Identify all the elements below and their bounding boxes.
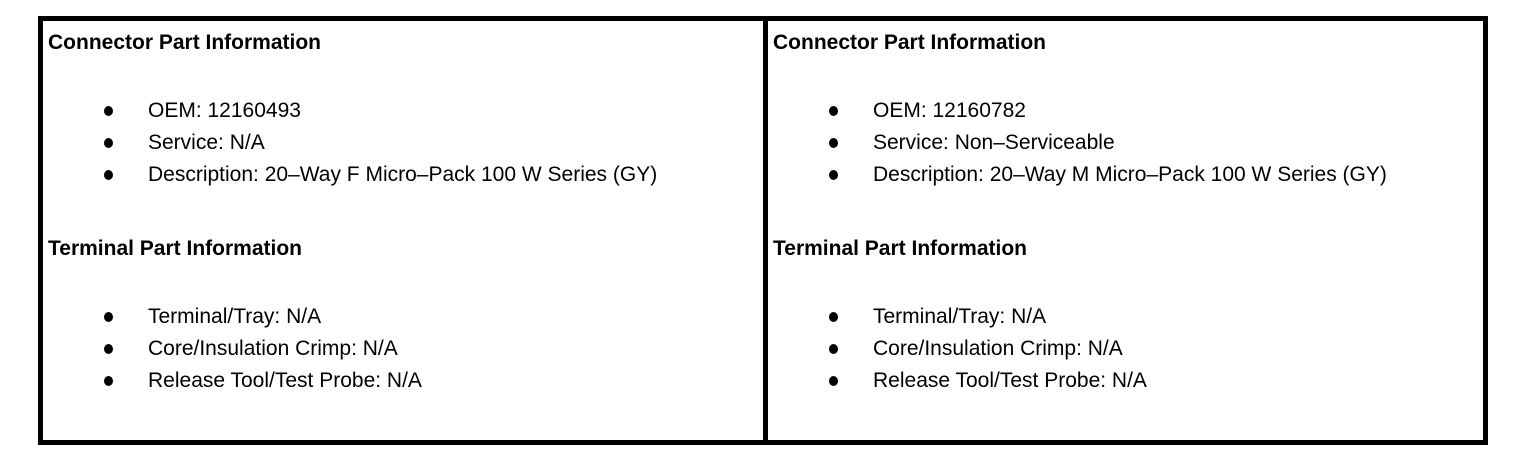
release-tool-test-probe-value: Release Tool/Test Probe: N/A (873, 369, 1147, 392)
bullet-icon (829, 312, 838, 322)
connector-part-information-heading: Connector Part Information (48, 31, 322, 54)
list-item: Terminal/Tray: N/A (773, 301, 1479, 333)
connector-part-list: OEM: 12160782 Service: Non–Serviceable D… (773, 95, 1479, 191)
list-item: Service: N/A (48, 127, 759, 159)
connector-info-table: Connector Part Information OEM: 12160493… (38, 16, 1488, 445)
connector-part-information-heading: Connector Part Information (773, 31, 1047, 54)
connector-part-list: OEM: 12160493 Service: N/A Description: … (48, 95, 759, 191)
terminal-part-information-heading: Terminal Part Information (48, 237, 302, 260)
bullet-icon (104, 106, 113, 116)
bullet-icon (104, 138, 113, 148)
bullet-icon (104, 170, 113, 180)
oem-value: OEM: 12160493 (148, 99, 301, 122)
terminal-part-list: Terminal/Tray: N/A Core/Insulation Crimp… (773, 301, 1479, 397)
oem-value: OEM: 12160782 (873, 99, 1026, 122)
bullet-icon (104, 312, 113, 322)
bullet-icon (829, 344, 838, 354)
list-item: Core/Insulation Crimp: N/A (773, 333, 1479, 365)
terminal-part-list: Terminal/Tray: N/A Core/Insulation Crimp… (48, 301, 759, 397)
list-item: Service: Non–Serviceable (773, 127, 1479, 159)
bullet-icon (829, 170, 838, 180)
terminal-part-information-heading: Terminal Part Information (773, 237, 1027, 260)
description-value: Description: 20–Way M Micro–Pack 100 W S… (873, 163, 1387, 186)
bullet-icon (829, 376, 838, 386)
core-insulation-crimp-value: Core/Insulation Crimp: N/A (148, 337, 398, 360)
description-value: Description: 20–Way F Micro–Pack 100 W S… (148, 163, 658, 186)
terminal-tray-value: Terminal/Tray: N/A (148, 305, 322, 328)
bullet-icon (104, 376, 113, 386)
core-insulation-crimp-value: Core/Insulation Crimp: N/A (873, 337, 1123, 360)
list-item: Release Tool/Test Probe: N/A (773, 365, 1479, 397)
service-value: Service: Non–Serviceable (873, 131, 1115, 154)
list-item: Description: 20–Way M Micro–Pack 100 W S… (773, 159, 1479, 191)
list-item: OEM: 12160782 (773, 95, 1479, 127)
bullet-icon (829, 138, 838, 148)
list-item: OEM: 12160493 (48, 95, 759, 127)
list-item: Description: 20–Way F Micro–Pack 100 W S… (48, 159, 759, 191)
bullet-icon (829, 106, 838, 116)
terminal-tray-value: Terminal/Tray: N/A (873, 305, 1047, 328)
bullet-icon (104, 344, 113, 354)
connector-panel-right: Connector Part Information OEM: 12160782… (763, 21, 1483, 440)
release-tool-test-probe-value: Release Tool/Test Probe: N/A (148, 369, 422, 392)
service-value: Service: N/A (148, 131, 265, 154)
list-item: Release Tool/Test Probe: N/A (48, 365, 759, 397)
connector-panel-left: Connector Part Information OEM: 12160493… (43, 21, 763, 440)
list-item: Terminal/Tray: N/A (48, 301, 759, 333)
list-item: Core/Insulation Crimp: N/A (48, 333, 759, 365)
